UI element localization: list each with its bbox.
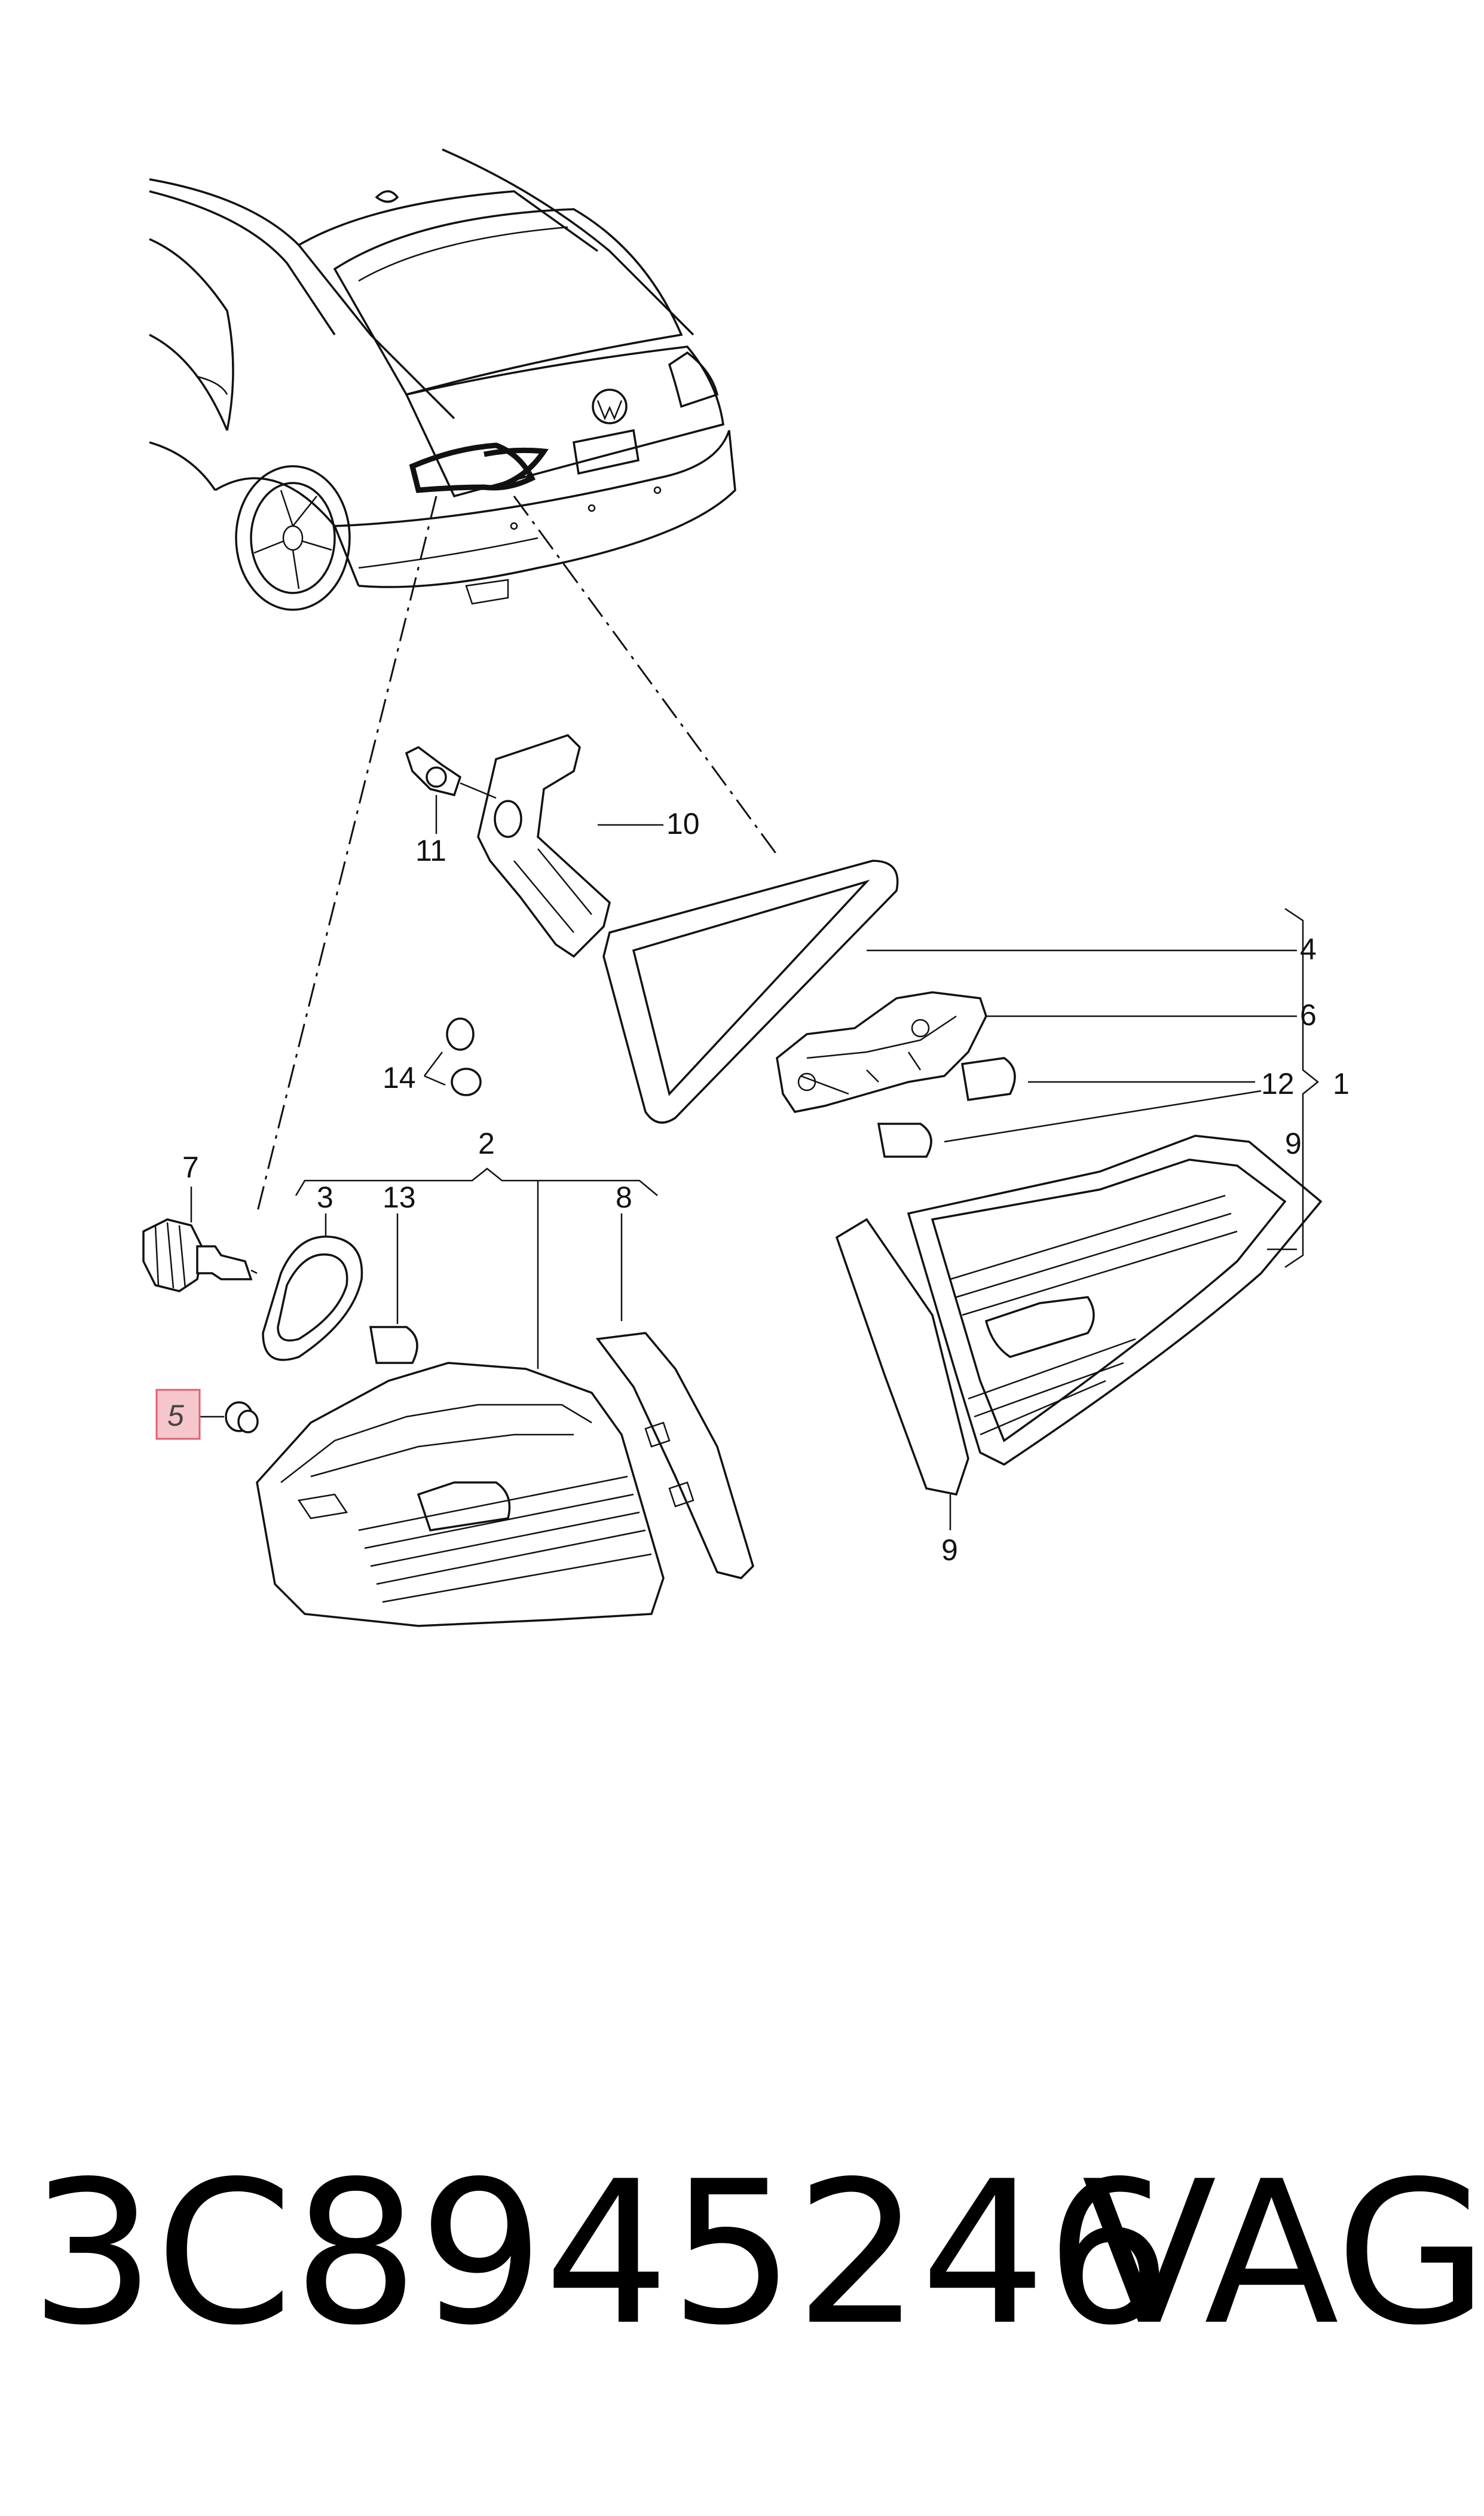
highlight-box-part-5: [155, 1389, 201, 1440]
part-8-trim: [595, 1332, 754, 1579]
label-part-2: 2: [478, 1127, 495, 1160]
part-10-bracket: [477, 733, 663, 958]
label-part-9-top: 9: [1285, 1127, 1302, 1160]
part-9-inner-light: [835, 1135, 1323, 1530]
bracket-1: [1284, 907, 1320, 1268]
footer-caption: 3C8945246 VAG: [30, 2128, 1484, 2379]
part-6-bulb-holder: [776, 991, 1297, 1113]
bracket-2: [295, 1167, 658, 1196]
leader-outer-light: [256, 496, 437, 1214]
label-part-13: 13: [383, 1181, 416, 1214]
part-13-bulb: [369, 1213, 418, 1364]
label-part-4: 4: [1300, 933, 1317, 966]
label-part-12: 12: [1261, 1067, 1295, 1100]
label-part-9-bottom: 9: [941, 1533, 958, 1567]
label-part-6: 6: [1300, 998, 1317, 1032]
leader-inner-light: [513, 496, 778, 855]
label-part-5: 5: [167, 1399, 184, 1432]
label-part-10: 10: [666, 807, 700, 840]
label-part-11: 11: [415, 834, 446, 867]
part-number: 3C8945246: [30, 2139, 1172, 2368]
brand-name: VAG: [1082, 2139, 1484, 2368]
car-illustration: [149, 148, 736, 611]
part-12-bulbs: [877, 1057, 1262, 1158]
part-3-gasket: [262, 1213, 363, 1361]
part-7-socket: [142, 1187, 258, 1292]
label-part-1: 1: [1333, 1067, 1350, 1100]
label-part-14: 14: [383, 1061, 416, 1095]
label-part-7: 7: [182, 1151, 199, 1184]
part-4-gasket: [602, 860, 1297, 1124]
label-part-3: 3: [317, 1181, 333, 1214]
part-14-caps: [424, 1017, 482, 1096]
part-2-outer-light: [256, 1362, 665, 1627]
part-5-nut: [200, 1401, 259, 1433]
label-part-8: 8: [616, 1181, 632, 1214]
part-11-clip: [405, 745, 497, 834]
